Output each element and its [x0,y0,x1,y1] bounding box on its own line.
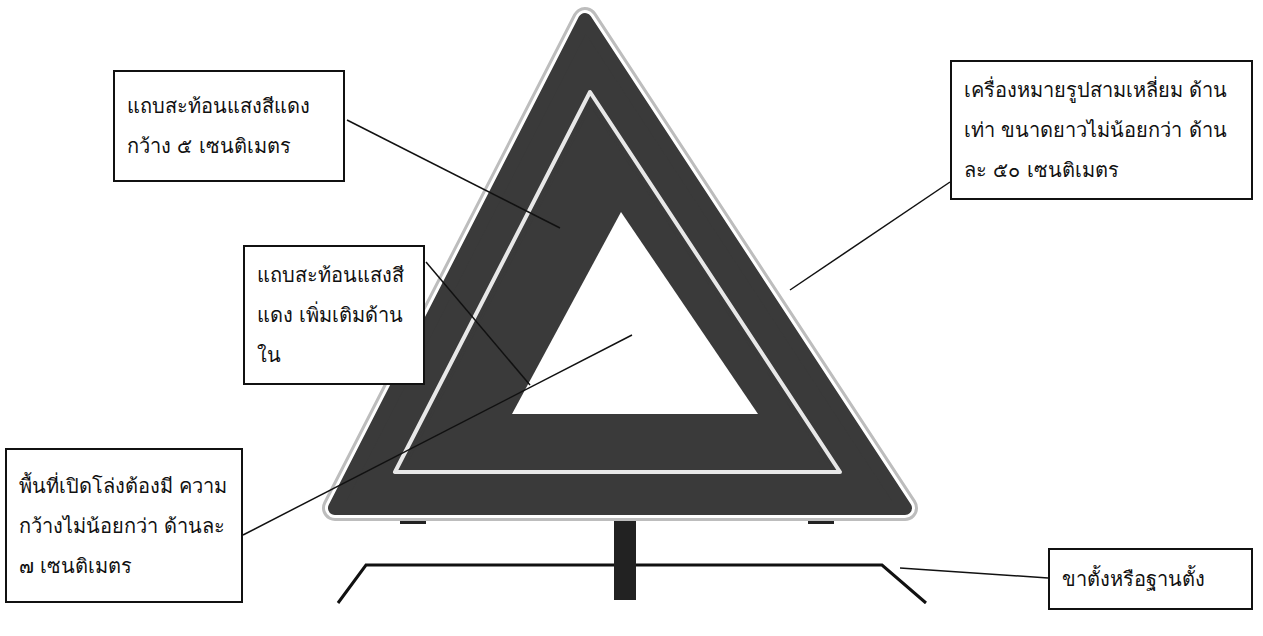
leader-line [900,568,1048,578]
callout-box: เครื่องหมายรูปสามเหลี่ยม ด้านเท่า ขนาดยา… [950,60,1253,200]
inner-reflective-band [405,105,830,466]
band-separator [395,92,840,472]
callout-text: พื้นที่เปิดโล่งต้องมี ความกว้างไม่น้อยกว… [19,466,229,586]
callout-box: ขาตั้งหรือฐานตั้ง [1048,548,1253,610]
callout-text: แถบสะท้อนแสงสีแดง กว้าง ๕ เซนติเมตร [127,86,331,166]
leader-line [790,182,950,290]
callout-text: แถบสะท้อนแสงสีแดง เพิ่มเติมด้านใน [257,255,411,375]
leader-line [426,262,530,385]
callout-box: แถบสะท้อนแสงสีแดง กว้าง ๕ เซนติเมตร [113,70,345,182]
leader-line [347,120,560,228]
open-area [512,212,758,414]
callout-text: เครื่องหมายรูปสามเหลี่ยม ด้านเท่า ขนาดยา… [964,70,1239,190]
callout-box: แถบสะท้อนแสงสีแดง เพิ่มเติมด้านใน [243,245,425,385]
callout-box: พื้นที่เปิดโล่งต้องมี ความกว้างไม่น้อยกว… [5,448,243,603]
callout-text: ขาตั้งหรือฐานตั้ง [1062,559,1239,599]
